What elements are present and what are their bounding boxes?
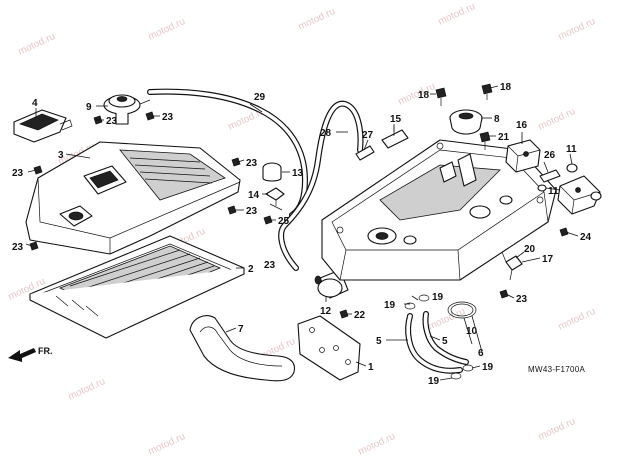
callout-4: 4 xyxy=(32,98,38,109)
part-13-cap xyxy=(262,162,282,182)
callout-23: 23 xyxy=(162,112,174,123)
callout-24: 24 xyxy=(580,232,592,243)
callout-14: 14 xyxy=(248,190,260,201)
callout-23: 23 xyxy=(246,206,258,217)
watermark-text: motod.ru xyxy=(537,106,577,133)
watermark-text: motod.ru xyxy=(17,31,57,58)
watermark-text: motod.ru xyxy=(427,306,467,333)
callout-19: 19 xyxy=(432,292,444,303)
watermark-text: motod.ru xyxy=(537,416,577,443)
callout-labels: 4 9 3 23 23 23 29 23 13 14 23 25 2 23 7 … xyxy=(12,82,592,387)
callout-11: 11 xyxy=(548,186,559,197)
callout-23: 23 xyxy=(12,168,24,179)
callout-3: 3 xyxy=(58,150,64,161)
part-14-fitting xyxy=(265,187,285,211)
part-8-cap xyxy=(449,109,483,135)
watermark-text: motod.ru xyxy=(67,376,107,403)
callout-15: 15 xyxy=(390,114,402,125)
callout-8: 8 xyxy=(494,114,500,125)
part-20-fitting xyxy=(501,251,523,281)
callout-29: 29 xyxy=(254,92,266,103)
watermark-text: motod.ru xyxy=(557,306,597,333)
part-26-tube xyxy=(539,169,561,183)
callout-13: 13 xyxy=(292,168,304,179)
part-24-valve-body xyxy=(557,175,602,215)
watermark-text: motod.ru xyxy=(437,1,477,28)
part-23-bolt xyxy=(29,111,569,319)
watermark-text: motod.ru xyxy=(147,16,187,43)
callout-23: 23 xyxy=(12,242,24,253)
callout-19: 19 xyxy=(384,300,396,311)
callout-18: 18 xyxy=(500,82,512,93)
part-5-hose xyxy=(405,311,469,374)
callout-23: 23 xyxy=(106,116,118,127)
callout-7: 7 xyxy=(238,324,244,335)
callout-28: 28 xyxy=(320,128,332,139)
callout-17: 17 xyxy=(542,254,554,265)
part-1-plate xyxy=(297,315,361,381)
watermark-text: motod.ru xyxy=(297,6,337,33)
callout-5: 5 xyxy=(376,336,382,347)
callout-27: 27 xyxy=(362,130,374,141)
part-16-sensor xyxy=(505,139,541,173)
callout-26: 26 xyxy=(544,150,556,161)
callout-23: 23 xyxy=(264,260,276,271)
callout-1: 1 xyxy=(368,362,374,373)
callout-2: 2 xyxy=(248,264,254,275)
callout-21: 21 xyxy=(498,132,510,143)
watermark-text: motod.ru xyxy=(557,16,597,43)
part-10-o-ring xyxy=(447,301,477,319)
callout-5: 5 xyxy=(442,336,448,347)
part-18-bolt xyxy=(435,83,493,106)
callout-20: 20 xyxy=(524,244,536,255)
part-3-air-cleaner-cover xyxy=(25,141,241,255)
front-label: FR. xyxy=(38,346,53,356)
air-cleaner-case xyxy=(321,139,557,281)
callout-9: 9 xyxy=(86,102,92,113)
callout-11: 11 xyxy=(566,144,577,155)
part-15-fitting xyxy=(381,126,409,149)
callout-19: 19 xyxy=(482,362,494,373)
callout-6: 6 xyxy=(478,348,484,359)
callout-12: 12 xyxy=(320,306,332,317)
part-27-clip xyxy=(355,145,375,161)
front-arrow-icon xyxy=(8,348,36,362)
part-4-sensor xyxy=(13,109,73,143)
leader-lines xyxy=(25,85,579,381)
part-21-bolt xyxy=(479,131,491,150)
callout-23: 23 xyxy=(516,294,528,305)
part-28-hose xyxy=(278,100,364,271)
part-2-air-filter xyxy=(29,235,245,339)
part-7-duct xyxy=(189,315,296,382)
callout-23: 23 xyxy=(246,158,258,169)
callout-18: 18 xyxy=(418,90,430,101)
callout-22: 22 xyxy=(354,310,366,321)
watermark-text: motod.ru xyxy=(147,431,187,458)
front-direction-indicator: FR. xyxy=(8,346,53,362)
part-19-clamp xyxy=(404,294,474,380)
callout-10: 10 xyxy=(466,326,478,337)
watermark-text: motod.ru xyxy=(357,431,397,458)
part-9-valve xyxy=(103,94,151,125)
callout-19: 19 xyxy=(428,376,440,387)
callout-25: 25 xyxy=(278,216,290,227)
callout-16: 16 xyxy=(516,120,528,131)
diagram-code: MW43-F1700A xyxy=(528,365,585,374)
